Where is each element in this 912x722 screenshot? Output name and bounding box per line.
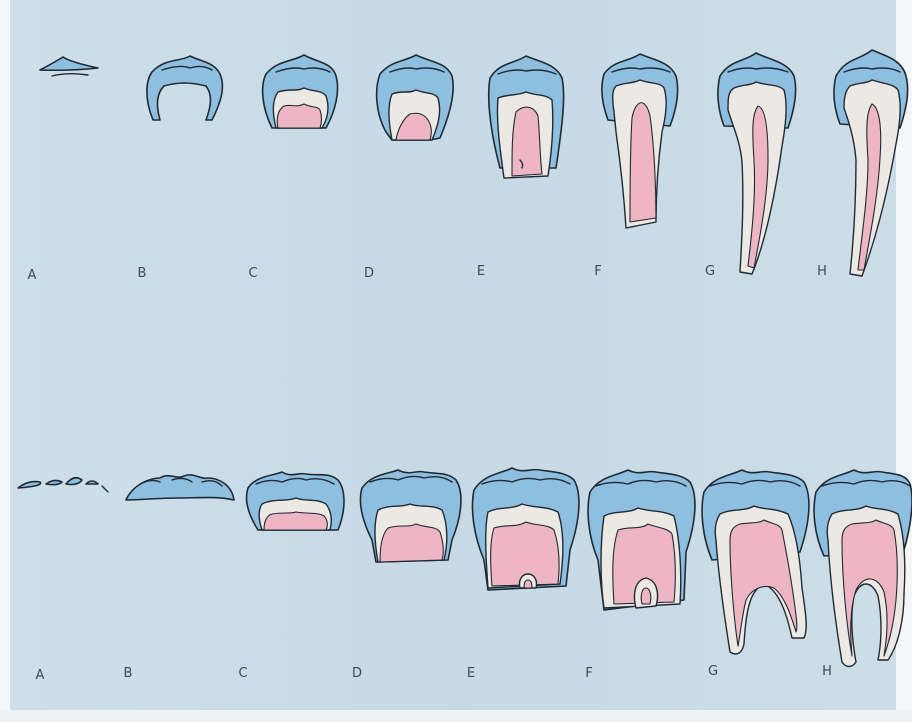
incisor-label-a: A — [22, 268, 42, 283]
molar-stage-a — [18, 478, 108, 492]
molar-stage-c — [246, 472, 344, 530]
incisor-stage-c — [263, 55, 338, 128]
incisor-stage-e — [489, 56, 564, 178]
molar-stage-e — [472, 468, 578, 590]
molar-stage-h — [814, 470, 912, 667]
molar-stage-g — [702, 470, 809, 654]
molar-stage-d — [360, 470, 460, 562]
incisor-label-h: H — [812, 264, 832, 279]
incisor-stage-b — [147, 56, 223, 120]
molar-label-d: D — [347, 666, 367, 681]
incisor-label-f: F — [588, 264, 608, 279]
incisor-label-b: B — [132, 266, 152, 281]
incisor-label-e: E — [471, 264, 491, 279]
molar-label-c: C — [233, 666, 253, 681]
incisor-label-c: C — [243, 266, 263, 281]
incisor-label-g: G — [700, 264, 720, 279]
incisor-stage-g — [718, 53, 796, 274]
incisor-stage-f — [602, 54, 678, 228]
incisor-label-d: D — [359, 266, 379, 281]
molar-label-a: A — [30, 668, 50, 683]
molar-label-g: G — [703, 664, 723, 679]
molar-label-h: H — [817, 664, 837, 679]
molar-label-b: B — [118, 666, 138, 681]
incisor-stage-a — [40, 57, 98, 76]
molar-stage-b — [126, 475, 234, 500]
incisor-stage-d — [377, 55, 454, 140]
incisor-stage-h — [834, 50, 908, 276]
molar-label-e: E — [461, 666, 481, 681]
molar-label-f: F — [579, 666, 599, 681]
molar-stage-f — [588, 470, 695, 610]
